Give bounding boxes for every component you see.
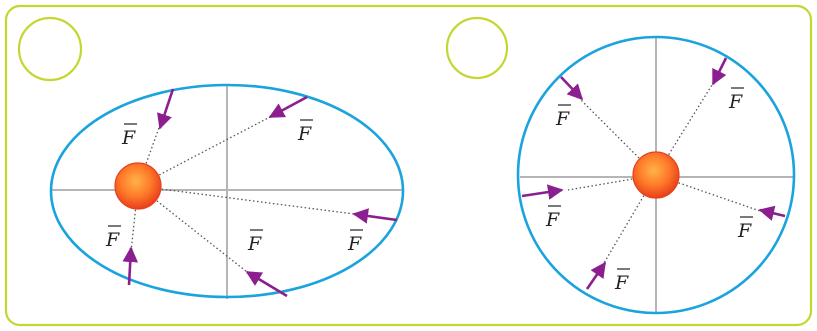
force-label: F [121, 127, 136, 149]
force-label: F [247, 233, 262, 255]
force-label: F [545, 209, 560, 231]
ellipse-radius-lines [131, 117, 354, 272]
force-label: F [728, 91, 743, 113]
force-arrow [713, 58, 726, 84]
force-label: F [105, 229, 120, 251]
sun-right [633, 152, 679, 198]
force-arrow [522, 190, 562, 196]
force-arrow [270, 97, 307, 117]
force-label: F [555, 108, 570, 130]
force-label: F [614, 272, 629, 294]
force-arrow [587, 263, 605, 289]
force-label: F [737, 220, 752, 242]
force-arrow [247, 272, 287, 296]
ellipse-panel-badge [19, 18, 81, 80]
circle-panel-badge [447, 18, 507, 78]
force-label: F [297, 123, 312, 145]
ellipse-panel: F F F F F [19, 18, 403, 299]
force-label: F [347, 233, 362, 255]
force-arrow [561, 77, 582, 99]
force-arrow [354, 214, 397, 220]
force-arrow [160, 89, 173, 128]
sun-left [115, 163, 161, 209]
force-arrow [760, 210, 785, 216]
circle-panel: F F F F F [447, 18, 795, 313]
